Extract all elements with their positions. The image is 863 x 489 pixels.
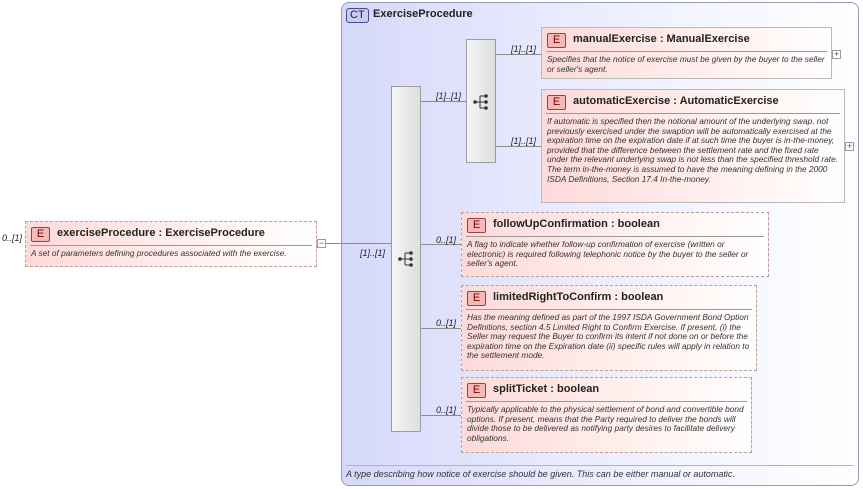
connector-line: [421, 101, 466, 102]
element-divider: [30, 245, 312, 246]
element-title: splitTicket : boolean: [493, 383, 600, 395]
element-badge: E: [547, 33, 566, 48]
element-title: automaticExercise : AutomaticExercise: [573, 95, 779, 107]
root-multiplicity: 0..[1]: [2, 233, 23, 243]
expand-icon[interactable]: +: [845, 141, 854, 151]
complex-type-badge: CT: [346, 8, 369, 23]
element-box-limited-right-to-confirm[interactable]: E limitedRightToConfirm : boolean Has th…: [461, 285, 757, 371]
element-multiplicity: 0..[1]: [436, 235, 457, 245]
connector-line: [496, 146, 541, 147]
element-doc: A flag to indicate whether follow-up con…: [467, 239, 749, 269]
connector-line: [421, 415, 461, 416]
connector-line: [496, 54, 541, 55]
element-box-follow-up-confirmation[interactable]: E followUpConfirmation : boolean A flag …: [461, 212, 769, 277]
element-badge: E: [467, 291, 486, 306]
complex-type-name: ExerciseProcedure: [373, 8, 473, 20]
element-title: limitedRightToConfirm : boolean: [493, 291, 664, 303]
element-divider: [466, 236, 764, 237]
complex-type-divider: [346, 465, 854, 466]
element-multiplicity: [1]..[1]: [511, 44, 537, 54]
element-multiplicity: 0..[1]: [436, 318, 457, 328]
connector-line: [421, 244, 461, 245]
element-multiplicity: 0..[1]: [436, 405, 457, 415]
element-box-manual-exercise[interactable]: E manualExercise : ManualExercise Specif…: [541, 27, 832, 79]
connector-line: [326, 243, 391, 244]
element-title: manualExercise : ManualExercise: [573, 33, 750, 45]
element-divider: [546, 51, 827, 52]
element-doc: Specifies that the notice of exercise mu…: [547, 54, 825, 74]
sequence-multiplicity: [1]..[1]: [360, 248, 386, 258]
element-doc: Has the meaning defined as part of the 1…: [467, 312, 750, 361]
choice-multiplicity: [1]..[1]: [436, 91, 462, 101]
element-divider: [466, 309, 752, 310]
root-element-box[interactable]: E exerciseProcedure : ExerciseProcedure …: [25, 221, 317, 267]
sequence-icon: [398, 251, 413, 267]
sequence-compositor[interactable]: [391, 86, 421, 432]
expand-icon[interactable]: +: [832, 49, 841, 59]
element-title: exerciseProcedure : ExerciseProcedure: [57, 227, 265, 239]
element-badge: E: [467, 383, 486, 398]
element-badge: E: [467, 218, 486, 233]
element-title: followUpConfirmation : boolean: [493, 218, 660, 230]
complex-type-doc: A type describing how notice of exercise…: [346, 469, 735, 479]
element-box-automatic-exercise[interactable]: E automaticExercise : AutomaticExercise …: [541, 89, 845, 203]
element-box-split-ticket[interactable]: E splitTicket : boolean Typically applic…: [461, 377, 752, 453]
collapse-icon[interactable]: −: [317, 238, 326, 248]
element-doc: A set of parameters defining procedures …: [31, 248, 287, 258]
element-badge: E: [31, 227, 50, 242]
sequence-icon: [473, 94, 488, 110]
connector-line: [421, 328, 461, 329]
element-badge: E: [547, 95, 566, 110]
element-divider: [546, 113, 840, 114]
element-doc: Typically applicable to the physical set…: [467, 404, 744, 443]
element-doc: If automatic is specified then the notio…: [547, 116, 839, 184]
choice-compositor[interactable]: [466, 39, 496, 163]
element-divider: [466, 401, 747, 402]
element-multiplicity: [1]..[1]: [511, 136, 537, 146]
